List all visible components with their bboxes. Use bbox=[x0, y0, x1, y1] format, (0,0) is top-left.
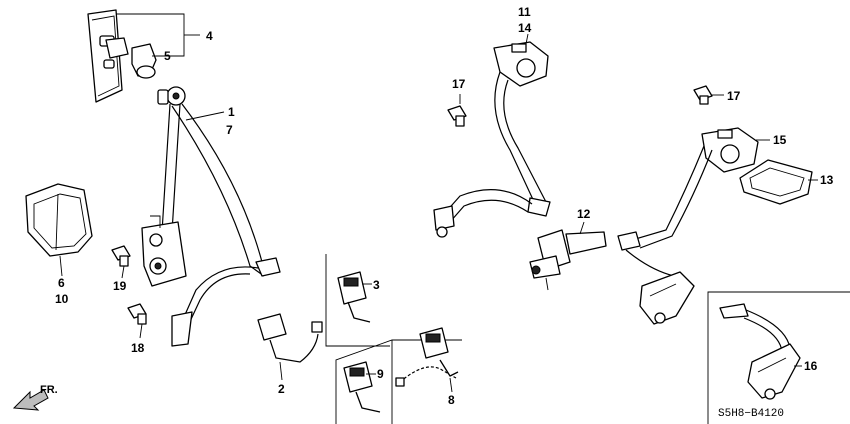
callout-4: 4 bbox=[206, 29, 213, 43]
callout-8: 8 bbox=[448, 393, 455, 407]
box-frame-16 bbox=[707, 291, 850, 424]
callout-2: 2 bbox=[278, 382, 285, 396]
callout-10: 10 bbox=[55, 292, 69, 306]
leader-1 bbox=[185, 111, 225, 121]
callout-19: 19 bbox=[113, 279, 127, 293]
rear-retractor-11-part bbox=[433, 41, 551, 238]
leader-12 bbox=[579, 221, 585, 235]
buckle-2-part bbox=[257, 313, 323, 363]
callout-7: 7 bbox=[226, 123, 233, 137]
callout-6: 6 bbox=[58, 276, 65, 290]
callout-16: 16 bbox=[804, 359, 818, 373]
bolt-18-part bbox=[127, 303, 147, 325]
callout-5: 5 bbox=[164, 49, 171, 63]
leader-19 bbox=[121, 265, 125, 279]
front-direction-arrow-icon bbox=[12, 389, 49, 411]
leader-6 bbox=[59, 255, 63, 277]
buckle-12-part bbox=[529, 229, 607, 291]
callout-9: 9 bbox=[377, 367, 384, 381]
callout-1: 1 bbox=[228, 105, 235, 119]
leader-2 bbox=[279, 361, 283, 381]
callout-13: 13 bbox=[820, 173, 834, 187]
callout-14: 14 bbox=[518, 21, 532, 35]
rear-retractor-15-part bbox=[617, 127, 759, 325]
pillar-trim-cover-part bbox=[25, 183, 93, 257]
callout-12: 12 bbox=[577, 207, 591, 221]
buckle-9-part bbox=[343, 361, 381, 413]
belt-16-part bbox=[719, 303, 801, 400]
callout-17a: 17 bbox=[452, 77, 466, 91]
diagram-code: S5H8−B4120 bbox=[718, 408, 784, 420]
leader-8 bbox=[449, 377, 453, 393]
buckle-8-part bbox=[395, 327, 459, 387]
bolt-19-part bbox=[111, 245, 131, 267]
front-seat-belt-part bbox=[141, 86, 281, 347]
bolt-17a-part bbox=[447, 105, 467, 127]
anchor-cap-part bbox=[131, 43, 157, 79]
front-direction-label: FR. bbox=[40, 384, 58, 396]
callout-17b: 17 bbox=[727, 89, 741, 103]
upper-anchor-cover-part bbox=[87, 9, 129, 103]
callout-11: 11 bbox=[518, 5, 531, 19]
bolt-17b-part bbox=[693, 85, 713, 105]
callout-15: 15 bbox=[773, 133, 787, 147]
cover-13-part bbox=[739, 159, 813, 205]
leader-14 bbox=[525, 33, 529, 45]
box-frame-3 bbox=[325, 254, 390, 347]
leader-18 bbox=[139, 323, 143, 339]
callout-18: 18 bbox=[131, 341, 145, 355]
buckle-3-part bbox=[337, 271, 371, 323]
callout-3: 3 bbox=[373, 278, 380, 292]
